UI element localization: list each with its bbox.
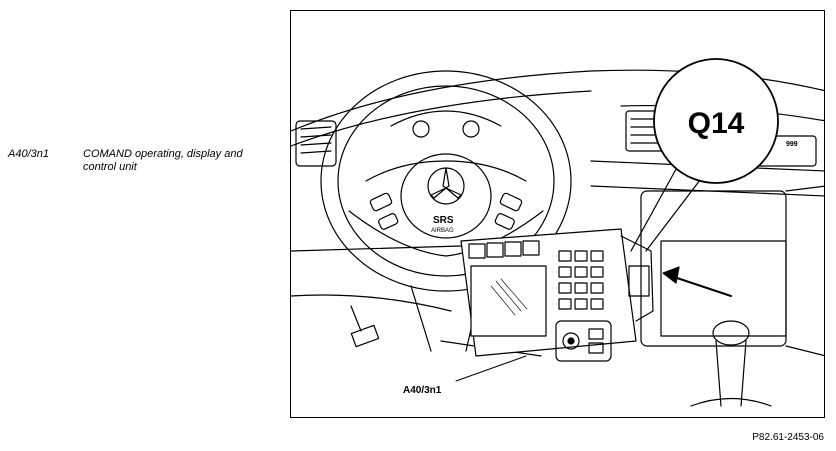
insert-arrow	[662, 266, 732, 297]
left-vent	[295, 120, 337, 167]
control-knob	[555, 320, 612, 362]
pedal	[350, 305, 380, 348]
component-label: A40/3n1	[403, 355, 527, 396]
mercedes-star-icon	[427, 167, 465, 205]
vent-label: 999	[786, 141, 798, 148]
airbag-label: SRS	[433, 215, 454, 226]
steering-wheel: SRS AIRBAG	[320, 70, 572, 292]
illustration-svg: SRS AIRBAG 999	[291, 58, 824, 407]
dashboard-illustration: SRS AIRBAG 999	[290, 10, 825, 418]
gear-shift	[690, 320, 772, 407]
legend-code: A40/3n1	[8, 148, 49, 160]
legend-description: COMAND operating, display and control un…	[83, 148, 243, 173]
callout-q14: Q14	[630, 58, 779, 252]
keypad	[558, 250, 604, 310]
component-label-text: A40/3n1	[403, 385, 442, 396]
legend: A40/3n1 COMAND operating, display and co…	[8, 148, 263, 174]
comand-unit	[460, 228, 654, 362]
figure-reference: P82.61-2453-06	[752, 432, 824, 443]
callout-label: Q14	[688, 107, 745, 140]
airbag-sublabel: AIRBAG	[431, 228, 454, 234]
console-opening	[640, 185, 824, 357]
